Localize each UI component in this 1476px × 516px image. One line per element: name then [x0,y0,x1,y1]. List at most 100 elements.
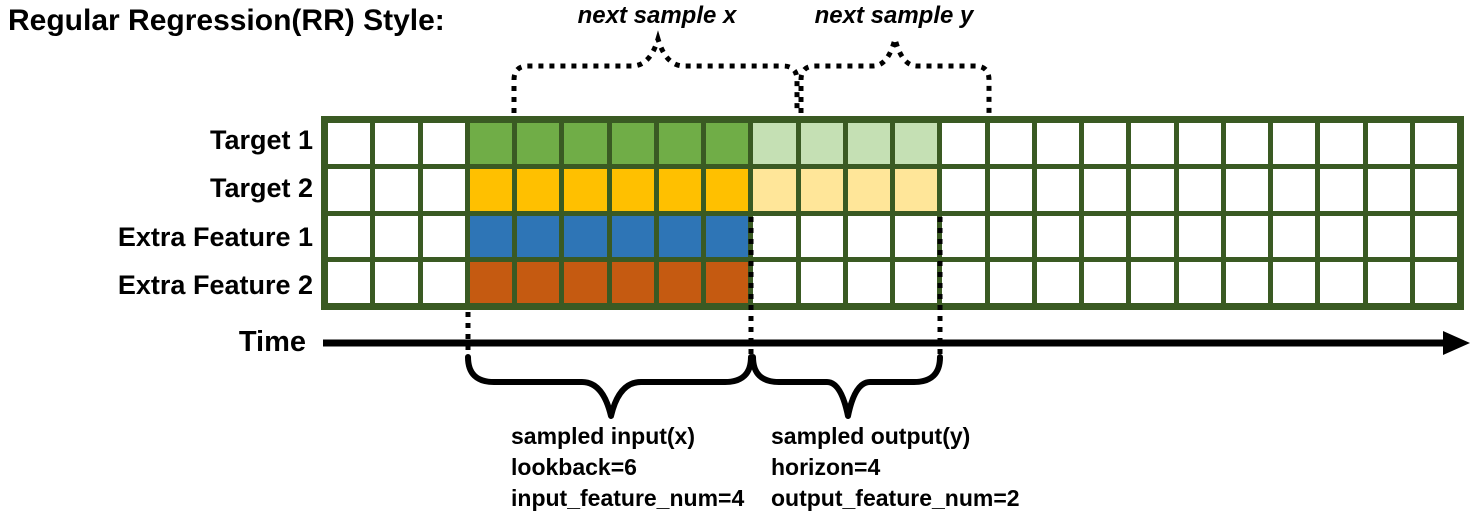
grid-cell [1273,261,1316,303]
input-cell [706,261,749,303]
input-cell [469,215,512,257]
output-cell [753,123,796,165]
input-cell [611,169,654,211]
grid-cell [375,215,418,257]
next-sample-x-label: next sample x [577,2,737,29]
grid-cell [942,169,985,211]
grid-cell [328,215,371,257]
input-cell [469,261,512,303]
grid-cell [895,261,938,303]
grid-cell [1367,169,1410,211]
grid-cell [1414,169,1457,211]
lookback-value: lookback=6 [511,454,637,480]
grid-cell [1131,123,1174,165]
input-feature-num-value: input_feature_num=4 [511,485,745,511]
grid-cell [847,215,890,257]
grid-cell [989,169,1032,211]
grid-cell [1367,215,1410,257]
output-cell [847,169,890,211]
next-sample-x-brace [511,30,800,113]
grid-cell [989,215,1032,257]
input-cell [517,215,560,257]
output-cell [800,169,843,211]
grid-cell [1131,169,1174,211]
diagram-title: Regular Regression(RR) Style: [8,4,445,37]
grid-cell [1084,169,1127,211]
grid-cell [375,261,418,303]
input-cell [658,123,701,165]
time-arrow-head [1443,331,1470,355]
sample-grid [321,116,1464,310]
grid-cell [989,123,1032,165]
grid-cell [328,123,371,165]
grid-cell [1273,123,1316,165]
row-label: Extra Feature 2 [117,270,313,300]
grid-cell [800,261,843,303]
input-cell [517,261,560,303]
grid-cell [1036,123,1079,165]
input-cell [517,123,560,165]
grid-cell [422,169,465,211]
grid-cell [1084,123,1127,165]
output-cell [847,123,890,165]
grid-cell [942,261,985,303]
grid-cell [1084,261,1127,303]
input-cell [564,123,607,165]
grid-cell [753,215,796,257]
input-cell [706,215,749,257]
sampled-input-title: sampled input(x) [511,423,696,449]
input-cell [611,215,654,257]
grid-cell [1320,215,1363,257]
sampled-output-title: sampled output(y) [771,423,971,449]
sampled-input-brace [465,354,754,419]
grid-cell [1320,169,1363,211]
grid-cell [895,215,938,257]
grid-cell [1225,123,1268,165]
input-cell [611,261,654,303]
output-cell [753,169,796,211]
input-cell [706,169,749,211]
grid-cell [1225,261,1268,303]
grid-cell [847,261,890,303]
input-cell [469,169,512,211]
grid-cell [1320,261,1363,303]
grid-cell [422,123,465,165]
grid-cell [375,169,418,211]
grid-cell [1273,215,1316,257]
input-cell [611,123,654,165]
output-cell [895,123,938,165]
grid-cell [942,215,985,257]
row-label: Extra Feature 1 [117,221,313,252]
grid-cell [942,123,985,165]
sampled-input-legend: sampled input(x) lookback=6 input_featur… [511,421,744,514]
input-cell [564,169,607,211]
grid-cell [1178,169,1221,211]
grid-cell [1178,215,1221,257]
grid-cell [1036,169,1079,211]
grid-cell [753,261,796,303]
grid-cell [328,261,371,303]
input-cell [658,261,701,303]
grid-cell [422,215,465,257]
sampled-output-legend: sampled output(y) horizon=4 output_featu… [771,421,1020,514]
grid-cell [1084,215,1127,257]
grid-cell [1036,215,1079,257]
grid-cell [1320,123,1363,165]
grid-cell [1131,261,1174,303]
grid-cell [1414,261,1457,303]
grid-cell [328,169,371,211]
output-feature-num-value: output_feature_num=2 [771,485,1020,511]
time-axis-label: Time [238,326,306,358]
next-sample-y-label: next sample y [814,2,974,29]
input-cell [469,123,512,165]
grid-cell [1367,261,1410,303]
input-cell [564,261,607,303]
row-label: Target 1 [209,124,313,155]
sampled-output-brace [750,354,943,419]
grid-cell [1225,169,1268,211]
grid-cell [1367,123,1410,165]
input-cell [706,123,749,165]
grid-cell [1414,123,1457,165]
grid-cell [989,261,1032,303]
